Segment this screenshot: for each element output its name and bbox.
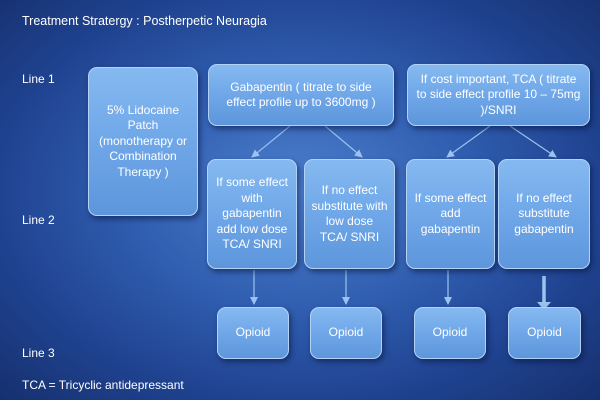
- gabapentin-box: Gabapentin ( titrate to side effect prof…: [208, 64, 394, 126]
- lidocaine-patch-box: 5% Lidocaine Patch (monotherapy or Combi…: [88, 67, 198, 216]
- line-3-label: Line 3: [22, 346, 55, 360]
- footnote: TCA = Tricyclic antidepressant: [22, 378, 184, 392]
- arrow-tca-to-no-effect: [509, 125, 557, 158]
- arrow-gaba-to-some-effect: [251, 125, 291, 158]
- gaba-some-effect-box: If some effect with gabapentin add low d…: [207, 159, 297, 269]
- tca-some-effect-box: If some effect add gabapentin: [406, 159, 495, 269]
- arrow-gaba-to-no-effect: [324, 125, 363, 158]
- tca-box: If cost important, TCA ( titrate to side…: [407, 64, 590, 126]
- slide-title: Treatment Stratergy : Postherpetic Neura…: [22, 14, 267, 28]
- gaba-no-effect-box: If no effect substitute with low dose TC…: [304, 159, 395, 269]
- opioid-1-text: Opioid: [235, 325, 271, 340]
- arrow-tca-to-some-effect: [446, 125, 491, 158]
- tca-some-effect-text: If some effect add gabapentin: [414, 190, 487, 236]
- gaba-some-effect-text: If some effect with gabapentin add low d…: [216, 175, 288, 252]
- opioid-box-1: Opioid: [217, 307, 289, 359]
- opioid-box-3: Opioid: [414, 307, 486, 359]
- gaba-no-effect-text: If no effect substitute with low dose TC…: [311, 183, 388, 244]
- opioid-3-text: Opioid: [432, 325, 468, 340]
- line-2-label: Line 2: [22, 213, 55, 227]
- opioid-4-text: Opioid: [527, 325, 562, 340]
- opioid-box-2: Opioid: [310, 307, 382, 359]
- tca-text: If cost important, TCA ( titrate to side…: [416, 71, 581, 117]
- lidocaine-patch-text: 5% Lidocaine Patch (monotherapy or Combi…: [98, 102, 188, 179]
- arrow-to-opioid-4-head: [537, 302, 551, 310]
- opioid-box-4: Opioid: [508, 307, 581, 359]
- tca-no-effect-box: If no effect substitute gabapentin: [498, 159, 590, 269]
- gabapentin-text: Gabapentin ( titrate to side effect prof…: [226, 79, 376, 110]
- line-1-label: Line 1: [22, 72, 55, 86]
- tca-no-effect-text: If no effect substitute gabapentin: [514, 190, 574, 236]
- opioid-2-text: Opioid: [328, 325, 364, 340]
